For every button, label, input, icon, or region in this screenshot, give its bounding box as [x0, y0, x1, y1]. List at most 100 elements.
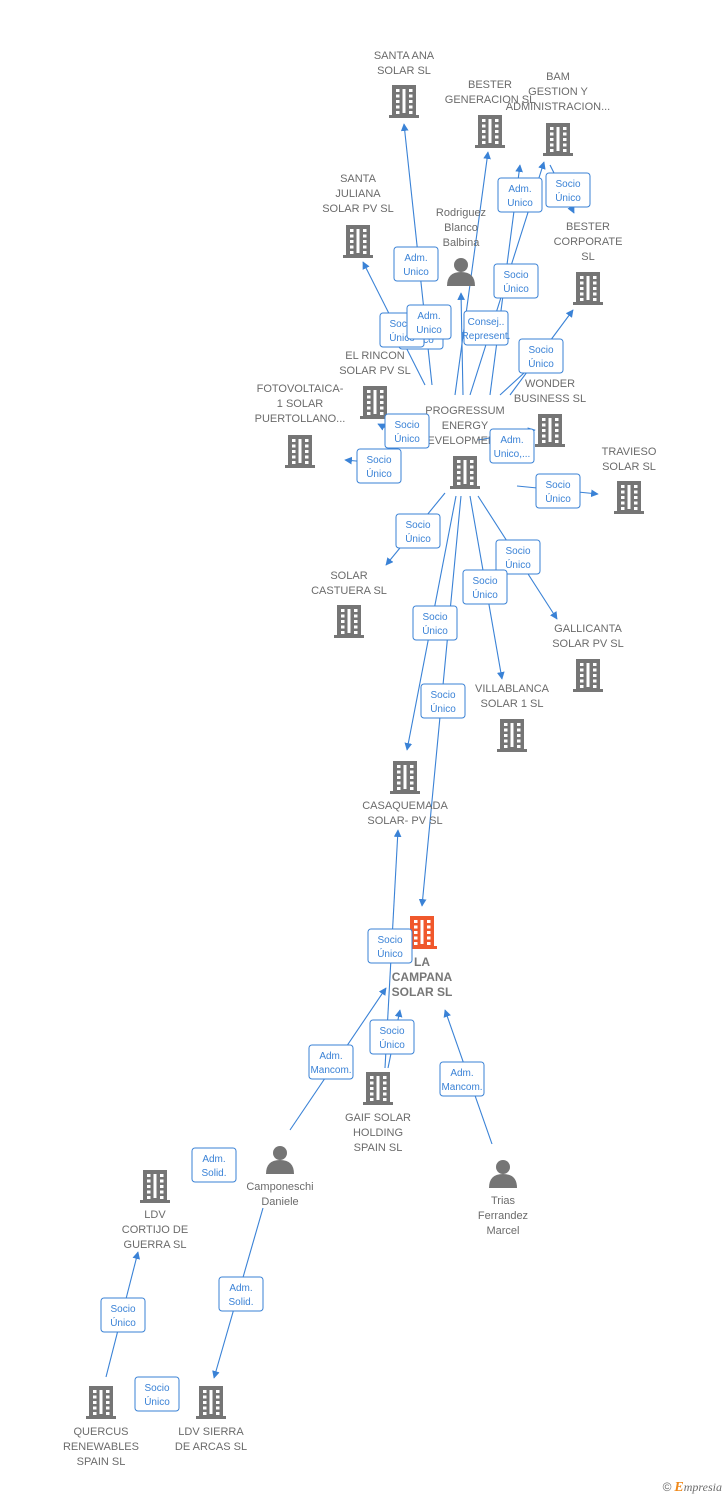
node-label-line: SANTA — [340, 173, 377, 185]
edge-label-e12[interactable]: Adm.Unico,... — [489, 428, 535, 464]
edge-label-text: Adm. — [450, 1068, 473, 1079]
node-label-line: SOLAR SL — [602, 461, 656, 473]
edge-label-e6[interactable]: Adm. Unico — [406, 304, 452, 340]
node-wonder[interactable]: BBBWONDERBUSINESS SL — [514, 363, 586, 447]
edge-label-text: Consej.. — [468, 317, 505, 328]
edge-label-text: Adm. — [417, 311, 440, 322]
edge-label-text: Socio — [110, 1304, 135, 1315]
edge-label-text: Socio — [528, 345, 553, 356]
node-label-line: Camponeschi — [246, 1181, 313, 1193]
edge-label-box — [412, 605, 458, 641]
node-label-line: SOLAR SL — [392, 985, 453, 999]
node-label-line: SOLAR SL — [377, 65, 431, 77]
building-icon — [450, 456, 480, 489]
node-label-line: QUERCUS — [73, 1426, 128, 1438]
edge-label-e23[interactable]: Adm.Solid. — [191, 1147, 237, 1183]
edge-label-text: Adm. — [319, 1051, 342, 1062]
edge-label-e2[interactable]: Adm.Unico — [393, 246, 439, 282]
edge-label-e22[interactable]: Adm.Mancom. — [439, 1061, 485, 1097]
edge-label-e21[interactable]: Adm.Mancom. — [308, 1044, 354, 1080]
node-label-line: LDV SIERRA — [178, 1426, 244, 1438]
edge-label-text: Único — [528, 357, 554, 370]
node-label-line: Ferrandez — [478, 1210, 528, 1222]
edge-label-e3[interactable]: Adm.Unico — [497, 177, 543, 213]
relationship-edge — [454, 151, 491, 396]
node-label-line: BESTER — [468, 79, 512, 91]
edge-label-box — [495, 539, 541, 575]
brand-name: mpresia — [683, 1480, 722, 1494]
edge-label-text: Unico — [507, 198, 533, 209]
node-label-line: SPAIN SL — [77, 1456, 126, 1468]
edge-label-text: Unico — [416, 325, 442, 336]
node-label-line: Marcel — [486, 1225, 519, 1237]
node-label-line: CASAQUEMADA — [362, 800, 448, 812]
edge-label-box — [439, 1061, 485, 1097]
node-progressum[interactable]: PROGRESSUMENERGYDEVELOPMENT... — [419, 405, 511, 489]
node-label-line: CAMPANA — [392, 970, 453, 984]
edge-label-text: Único — [379, 1038, 405, 1051]
node-label-line: SOLAR — [330, 570, 367, 582]
brand-footer: ©Empresia — [663, 1480, 722, 1496]
edge-label-text: Socio — [394, 420, 419, 431]
edge-label-e8[interactable]: Consej..Represent. — [462, 310, 511, 346]
building-icon — [573, 272, 603, 305]
edge-label-text: Socio — [555, 179, 580, 190]
edge-label-text: Socio — [503, 270, 528, 281]
building-icon — [196, 1386, 226, 1419]
edge-label-text: Único — [394, 432, 420, 445]
edge-label-text: Único — [472, 588, 498, 601]
node-label-line: BUSINESS SL — [514, 393, 586, 405]
node-label-line: LDV — [144, 1209, 166, 1221]
node-label-line: SOLAR PV SL — [339, 365, 411, 377]
edge-label-text: Socio — [144, 1383, 169, 1394]
edge-label-text: Socio — [422, 612, 447, 623]
node-label-line: BAM — [546, 71, 570, 83]
edge-label-text: Único — [545, 492, 571, 505]
edge-label-e24[interactable]: Adm.Solid. — [218, 1276, 264, 1312]
edge-label-box — [493, 263, 539, 299]
edge-label-box — [489, 428, 535, 464]
edge-label-text: Solid. — [228, 1297, 253, 1308]
copyright-symbol: © — [662, 1480, 672, 1494]
node-fotovoltaica[interactable]: FOTOVOLTAICA-1 SOLARPUERTOLLANO... — [255, 383, 346, 468]
node-label-line: SOLAR PV SL — [322, 203, 394, 215]
relationship-edge — [457, 292, 465, 396]
building-icon — [363, 1072, 393, 1105]
edge-label-box — [395, 513, 441, 549]
node-label-line: GESTION Y — [528, 86, 588, 98]
